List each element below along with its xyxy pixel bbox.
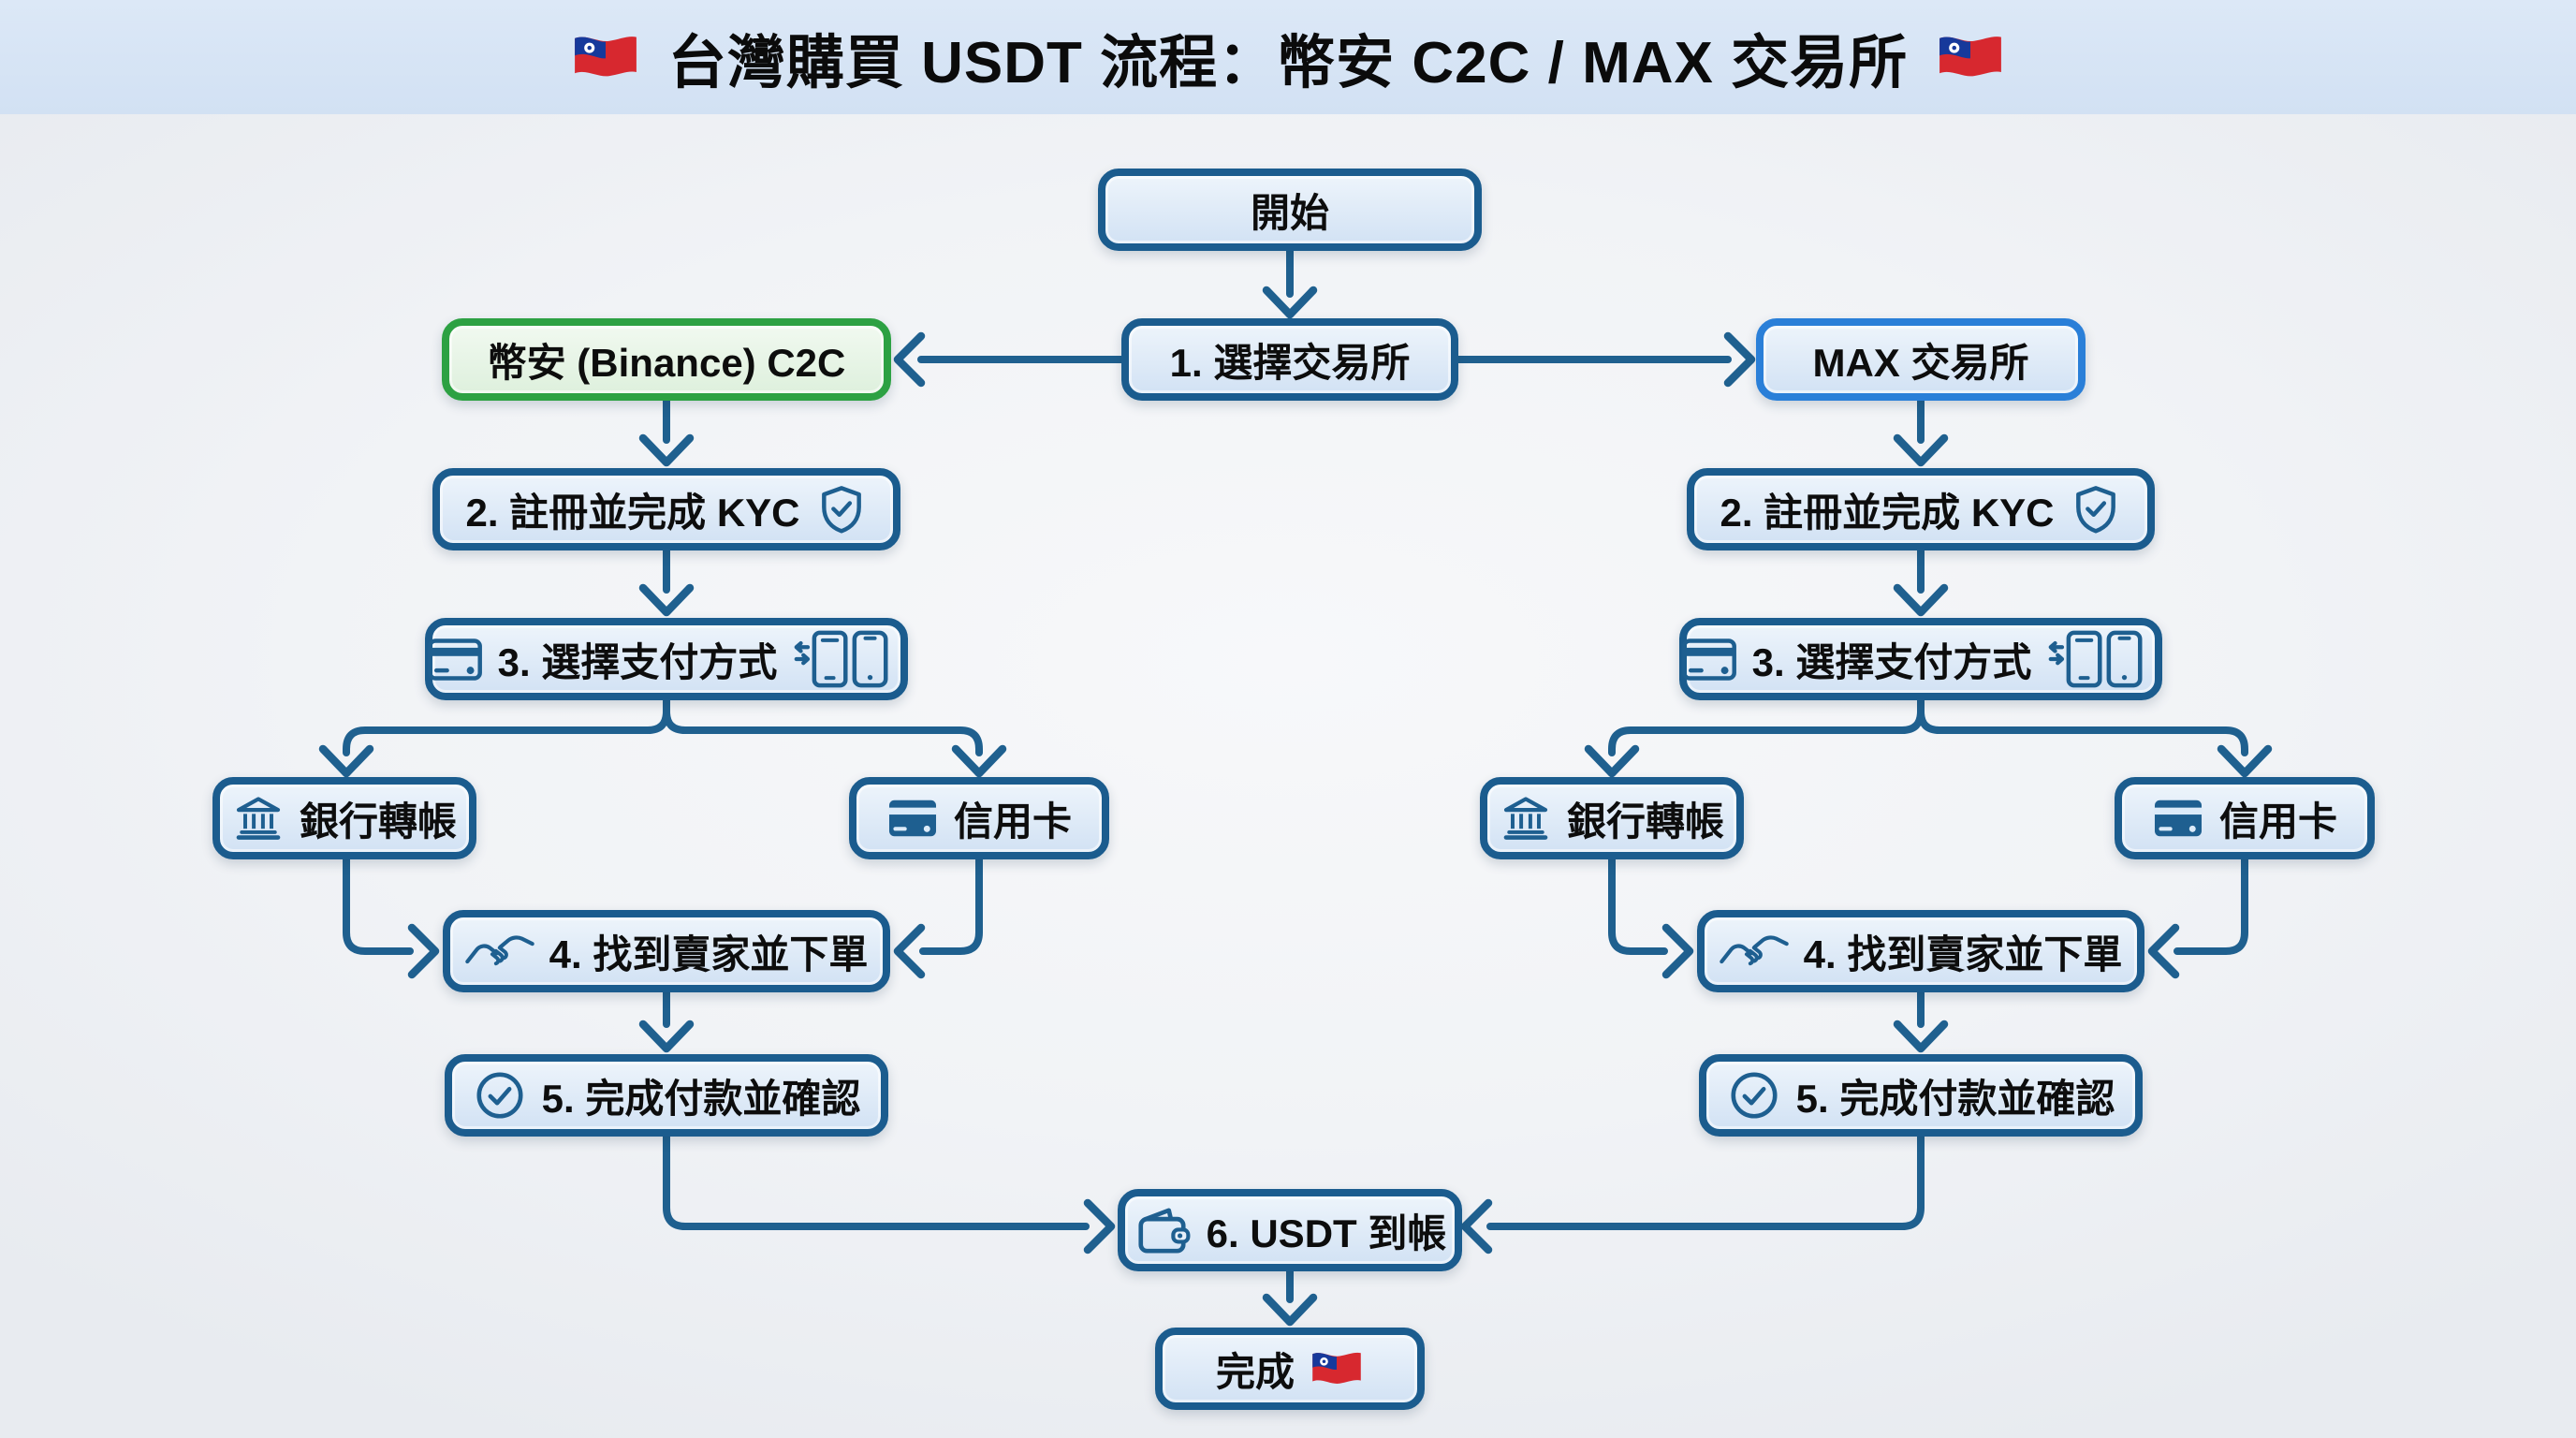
arrowhead: [2147, 923, 2180, 979]
credit-card-icon: [1681, 638, 1737, 682]
connector: [1917, 697, 2248, 756]
start-node: 開始: [1098, 169, 1482, 251]
connector: [343, 697, 670, 756]
mobile-payment-icon: [792, 629, 906, 689]
arrowhead: [1460, 1198, 1493, 1255]
done-node: 完成: [1155, 1328, 1425, 1410]
connector: [2174, 856, 2248, 955]
shield-check-icon: [2070, 483, 2122, 536]
handshake-icon: [464, 925, 534, 977]
handshake-icon: [1719, 925, 1789, 977]
shield-check-icon: [815, 483, 868, 536]
payment-method-node-right: 3. 選擇支付方式: [1679, 618, 2162, 700]
check-circle-icon: [1727, 1068, 1781, 1123]
payment-method-node-left: 3. 選擇支付方式: [425, 618, 908, 700]
credit-card-icon: [427, 638, 483, 682]
arrowhead: [1723, 331, 1756, 388]
bank-icon: [1500, 792, 1552, 844]
arrowhead: [893, 331, 926, 388]
kyc-node-left: 2. 註冊並完成 KYC: [432, 468, 900, 550]
arrowhead: [407, 923, 440, 979]
choose-exchange-node: 1. 選擇交易所: [1121, 318, 1458, 401]
bank-transfer-node-right: 銀行轉帳: [1480, 777, 1744, 859]
credit-card-filled-icon: [886, 798, 939, 839]
arrowhead: [2217, 744, 2273, 778]
page-title: 台灣購買 USDT 流程：幣安 C2C / MAX 交易所: [667, 31, 1909, 95]
arrowhead: [1893, 583, 1949, 617]
connector: [919, 856, 983, 955]
find-seller-node-left: 4. 找到賣家並下單: [443, 910, 890, 992]
confirm-payment-node-right: 5. 完成付款並確認: [1699, 1054, 2143, 1137]
connector: [1608, 697, 1925, 756]
connector: [1608, 856, 1668, 955]
title-bar: 台灣購買 USDT 流程：幣安 C2C / MAX 交易所: [0, 0, 2576, 114]
connector: [343, 856, 414, 955]
arrowhead: [638, 583, 695, 617]
arrowhead: [951, 744, 1007, 778]
taiwan-flag-icon: [571, 32, 640, 82]
credit-card-filled-icon: [2152, 798, 2204, 839]
arrowhead: [638, 1020, 695, 1053]
usdt-arrival-node: 6. USDT 到帳: [1118, 1189, 1462, 1271]
arrowhead: [1262, 1293, 1318, 1327]
arrowhead: [318, 744, 374, 778]
binance-c2c-node: 幣安 (Binance) C2C: [442, 318, 891, 401]
arrowhead: [1262, 286, 1318, 319]
credit-card-node-left: 信用卡: [849, 777, 1109, 859]
taiwan-flag-icon: [1310, 1349, 1364, 1388]
arrowhead: [893, 923, 926, 979]
arrowhead: [1584, 744, 1640, 778]
confirm-payment-node-left: 5. 完成付款並確認: [445, 1054, 888, 1137]
connector: [663, 697, 983, 756]
arrowhead: [1083, 1198, 1116, 1255]
arrowhead: [1661, 923, 1694, 979]
arrowhead: [638, 433, 695, 467]
wallet-icon: [1134, 1203, 1192, 1257]
arrowhead: [1893, 1020, 1949, 1053]
mobile-payment-icon: [2046, 629, 2160, 689]
connector: [1486, 1133, 1925, 1230]
bank-icon: [232, 792, 285, 844]
credit-card-node-right: 信用卡: [2115, 777, 2375, 859]
kyc-node-right: 2. 註冊並完成 KYC: [1687, 468, 2155, 550]
taiwan-flag-icon: [1936, 32, 2005, 82]
find-seller-node-right: 4. 找到賣家並下單: [1697, 910, 2144, 992]
connector: [663, 1133, 1090, 1230]
arrowhead: [1893, 433, 1949, 467]
max-exchange-node: MAX 交易所: [1756, 318, 2086, 401]
bank-transfer-node-left: 銀行轉帳: [212, 777, 476, 859]
check-circle-icon: [473, 1068, 527, 1123]
